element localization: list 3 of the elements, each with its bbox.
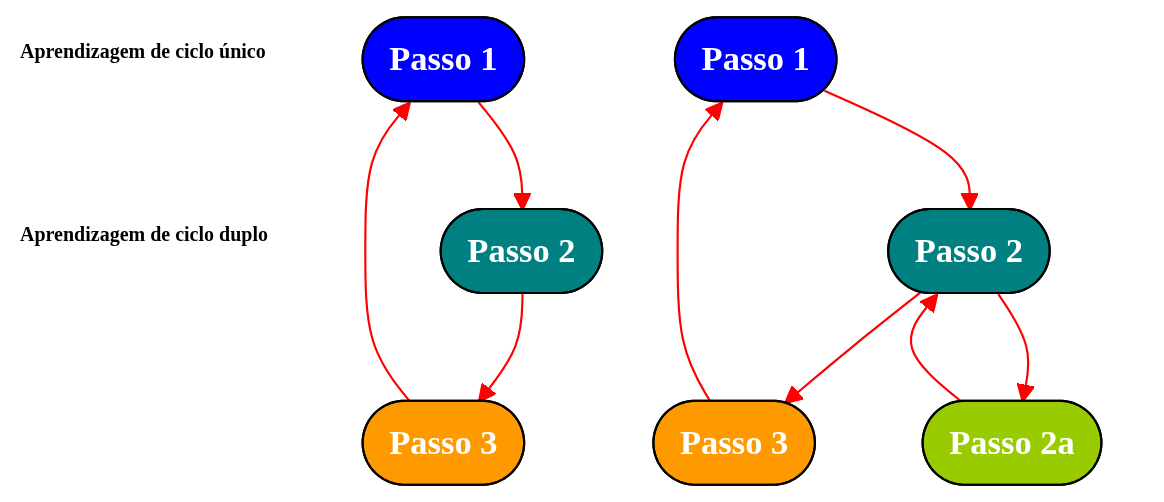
arrow xyxy=(784,291,921,405)
heading-label: Aprendizagem de ciclo duplo xyxy=(20,223,269,246)
heading-label: Aprendizagem de ciclo único xyxy=(20,40,267,63)
